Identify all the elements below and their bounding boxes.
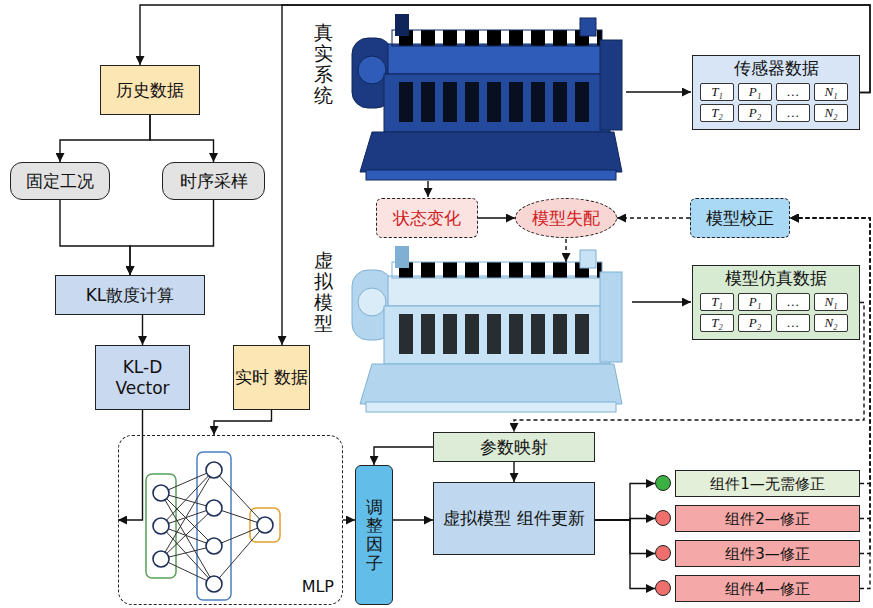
state-box: 状态变化 bbox=[376, 198, 478, 238]
status-dot bbox=[655, 580, 671, 596]
mismatch-ellipse: 模型失配 bbox=[515, 198, 617, 238]
node-text: 参数映射 bbox=[480, 437, 548, 457]
connector bbox=[617, 217, 690, 218]
connector bbox=[142, 315, 143, 345]
node-text: 调整因子 bbox=[366, 498, 383, 573]
node-text: 模型校正 bbox=[706, 208, 774, 228]
node-text: KL散度计算 bbox=[86, 285, 175, 305]
component-item: 组件2—修正 bbox=[655, 505, 860, 532]
data-box: 实时 数据 bbox=[233, 345, 310, 410]
virtual-engine bbox=[352, 246, 622, 412]
component-bar: 组件1—无需修正 bbox=[675, 470, 860, 497]
table-cell: … bbox=[776, 314, 810, 332]
table-cell: P₁ bbox=[738, 83, 772, 101]
node-text: 历史数据 bbox=[116, 80, 184, 100]
table-cell: P₂ bbox=[738, 314, 772, 332]
connector bbox=[60, 200, 130, 275]
node-text: 传感器数据 bbox=[734, 58, 819, 78]
node-text: 实时 数据 bbox=[235, 367, 308, 387]
update-box: 虚拟模型 组件更新 bbox=[433, 482, 595, 555]
factor-box: 调整因子 bbox=[355, 465, 393, 605]
table-cell: … bbox=[776, 83, 810, 101]
node-text: 模型失配 bbox=[532, 208, 600, 228]
data-box: 历史数据 bbox=[100, 65, 200, 115]
status-dot bbox=[655, 475, 671, 491]
table-cell: P₁ bbox=[738, 293, 772, 311]
connector bbox=[478, 217, 515, 218]
table-cell: T₂ bbox=[700, 104, 734, 122]
component-bar: 组件4—修正 bbox=[675, 575, 860, 602]
component-item: 组件3—修正 bbox=[655, 540, 860, 567]
table-cell: … bbox=[776, 293, 810, 311]
connector bbox=[150, 115, 214, 162]
node-text: 时序采样 bbox=[180, 171, 248, 191]
mlp-network bbox=[146, 452, 280, 600]
table-cell: N₂ bbox=[814, 314, 848, 332]
connector bbox=[790, 218, 870, 484]
connector bbox=[282, 5, 870, 345]
connector bbox=[595, 520, 655, 589]
engine-arrow bbox=[626, 91, 691, 92]
node-text: 模型仿真数据 bbox=[725, 268, 827, 288]
connector bbox=[393, 519, 433, 520]
component-item: 组件1—无需修正 bbox=[655, 470, 860, 497]
node-text: 固定工况 bbox=[26, 171, 94, 191]
status-dot bbox=[655, 510, 671, 526]
table-cell: N₂ bbox=[814, 104, 848, 122]
node-text: KL-D Vector bbox=[96, 357, 189, 398]
table-cell: … bbox=[776, 104, 810, 122]
system-label: 真实系统 bbox=[314, 22, 333, 106]
table-cell: T₁ bbox=[700, 83, 734, 101]
mismatch-arrow bbox=[565, 239, 566, 262]
table-cell: N₁ bbox=[814, 83, 848, 101]
node-text: 虚拟模型 组件更新 bbox=[443, 508, 584, 528]
connector bbox=[214, 410, 272, 435]
connector bbox=[130, 200, 214, 275]
table-cell: T₂ bbox=[700, 314, 734, 332]
connector bbox=[513, 462, 514, 482]
component-item: 组件4—修正 bbox=[655, 575, 860, 602]
process-box: 时序采样 bbox=[162, 162, 265, 200]
connector bbox=[595, 520, 655, 554]
node-text: MLP bbox=[302, 577, 334, 596]
connector bbox=[60, 115, 150, 162]
node-text: 组件4—修正 bbox=[725, 580, 810, 598]
table-cell: N₁ bbox=[814, 293, 848, 311]
calibration-box: 模型校正 bbox=[690, 198, 790, 238]
status-dot bbox=[655, 545, 671, 561]
vector-box: KL-D Vector bbox=[95, 345, 190, 410]
node-text: 状态变化 bbox=[393, 208, 461, 228]
connector bbox=[374, 447, 433, 465]
model-label: 虚拟模型 bbox=[314, 250, 333, 334]
connector bbox=[595, 484, 655, 521]
process-box: KL散度计算 bbox=[55, 275, 205, 315]
mapping-box: 参数映射 bbox=[433, 432, 595, 462]
table-cell: T₁ bbox=[700, 293, 734, 311]
connector bbox=[118, 410, 143, 520]
engine-arrow bbox=[632, 301, 691, 302]
node-text: 组件3—修正 bbox=[725, 545, 810, 563]
table-cell: P₂ bbox=[738, 104, 772, 122]
mlp-frame: MLP bbox=[118, 435, 343, 605]
process-box: 固定工况 bbox=[10, 162, 110, 200]
connector bbox=[343, 519, 355, 520]
component-bar: 组件3—修正 bbox=[675, 540, 860, 567]
component-bar: 组件2—修正 bbox=[675, 505, 860, 532]
engine-arrow bbox=[427, 181, 428, 197]
node-text: 组件2—修正 bbox=[725, 510, 810, 528]
node-text: 组件1—无需修正 bbox=[710, 475, 825, 493]
real-engine bbox=[352, 14, 622, 180]
